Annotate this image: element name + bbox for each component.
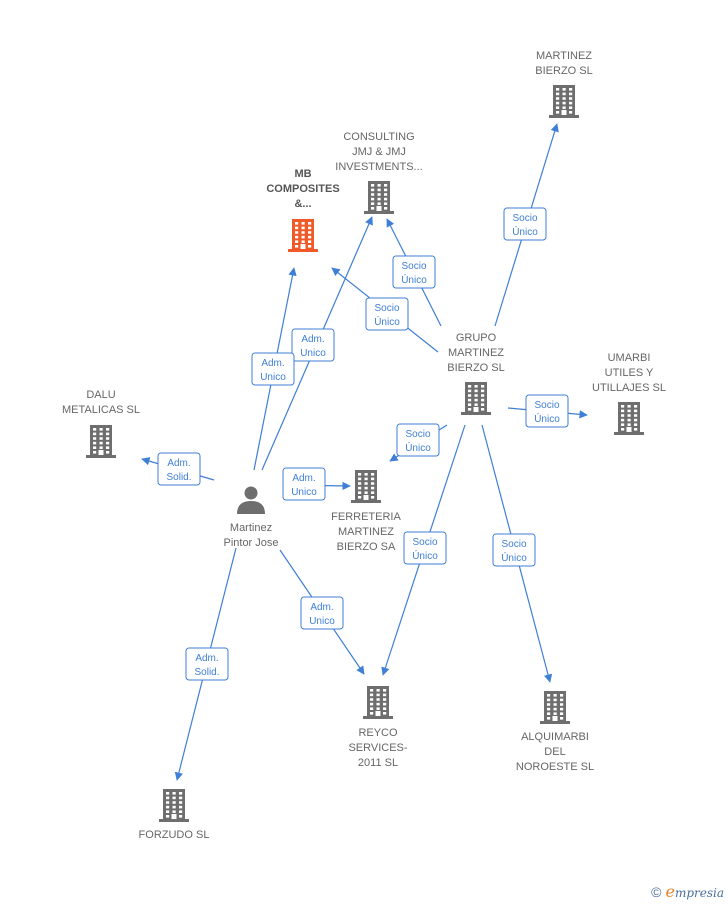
node-label: NOROESTE SL: [516, 761, 594, 773]
node-label: BIERZO SA: [337, 541, 396, 553]
building-icon: [614, 402, 644, 435]
node-label: COMPOSITES: [266, 183, 339, 195]
edge-label-text: Único: [534, 412, 560, 425]
brand-logo: empresia: [665, 882, 724, 901]
edge-label-text: Único: [401, 273, 427, 286]
node-label: Pintor Jose: [223, 537, 278, 549]
edge-label-text: Único: [405, 441, 431, 454]
node-label: UMARBI: [608, 352, 651, 364]
node-label: GRUPO: [456, 332, 497, 344]
node-label: FERRETERIA: [331, 511, 401, 523]
building-icon: [364, 181, 394, 214]
node-martinez-bierzo[interactable]: MARTINEZ BIERZO SL: [535, 50, 593, 118]
edge-label-text: Solid.: [194, 667, 219, 678]
node-ferreteria[interactable]: FERRETERIA MARTINEZ BIERZO SA: [331, 470, 401, 553]
edge-label-text: Socio: [501, 539, 526, 550]
node-mb-composites[interactable]: MB COMPOSITES &...: [266, 168, 340, 252]
edge-label-text: Único: [374, 315, 400, 328]
node-label: INVESTMENTS...: [335, 161, 422, 173]
edge-label-text: Adm.: [261, 358, 284, 369]
footer-brand: © empresia: [651, 882, 724, 901]
person-icon: [237, 486, 265, 514]
edge-label-text: Único: [412, 549, 438, 562]
edge-label-text: Socio: [401, 261, 426, 272]
building-icon: [540, 691, 570, 724]
node-dalu[interactable]: DALU METALICAS SL: [62, 389, 140, 458]
edge-label-text: Socio: [412, 537, 437, 548]
edge-label-text: Unico: [300, 348, 326, 359]
edge-label-text: Adm.: [195, 653, 218, 664]
edge-label-text: Único: [501, 551, 527, 564]
edge-label[interactable]: Adm. Unico: [291, 328, 335, 362]
node-label: METALICAS SL: [62, 404, 140, 416]
edge-label-text: Único: [512, 225, 538, 238]
building-icon: [351, 470, 381, 503]
edge-label-text: Unico: [291, 487, 317, 498]
node-label: DEL: [544, 746, 565, 758]
node-umarbi[interactable]: UMARBI UTILES Y UTILLAJES SL: [592, 352, 666, 435]
node-label: FORZUDO SL: [139, 829, 210, 841]
node-label: JMJ & JMJ: [352, 146, 406, 158]
edge-label[interactable]: Adm. Solid.: [157, 452, 201, 486]
edge-label[interactable]: Adm. Unico: [251, 352, 295, 386]
edge-label-text: Adm.: [167, 458, 190, 469]
edge-label-text: Adm.: [301, 334, 324, 345]
node-label: ALQUIMARBI: [521, 731, 589, 743]
node-label: BIERZO SL: [447, 362, 504, 374]
building-icon: [549, 85, 579, 118]
node-label: MARTINEZ: [338, 526, 394, 538]
node-label: MB: [294, 168, 311, 180]
building-icon: [159, 789, 189, 822]
edge-label-text: Unico: [260, 372, 286, 383]
building-icon: [288, 219, 318, 252]
node-grupo-martinez[interactable]: GRUPO MARTINEZ BIERZO SL: [447, 332, 505, 415]
node-label: &...: [294, 198, 311, 210]
node-label: MARTINEZ: [536, 50, 592, 62]
edge-label[interactable]: Adm. Solid.: [185, 647, 229, 681]
edge-label-text: Socio: [512, 213, 537, 224]
node-label: SERVICES-: [348, 742, 407, 754]
node-alquimarbi[interactable]: ALQUIMARBI DEL NOROESTE SL: [516, 691, 594, 773]
node-label: Martinez: [230, 522, 272, 534]
node-label: BIERZO SL: [535, 65, 592, 77]
building-icon: [363, 686, 393, 719]
node-reyco[interactable]: REYCO SERVICES- 2011 SL: [348, 686, 408, 769]
node-label: UTILLAJES SL: [592, 382, 666, 394]
edge-label-text: Adm.: [310, 602, 333, 613]
node-label: CONSULTING: [343, 131, 414, 143]
building-icon: [86, 425, 116, 458]
edge-label-text: Socio: [374, 303, 399, 314]
building-icon: [461, 382, 491, 415]
edge-label-text: Socio: [405, 429, 430, 440]
edge-label[interactable]: Adm. Unico: [300, 596, 344, 630]
node-consulting-jmj[interactable]: CONSULTING JMJ & JMJ INVESTMENTS...: [335, 131, 423, 214]
node-label: 2011 SL: [358, 757, 398, 769]
node-label: REYCO: [358, 727, 398, 739]
edge-label-text: Adm.: [292, 473, 315, 484]
node-label: UTILES Y: [605, 367, 654, 379]
node-label: DALU: [86, 389, 115, 401]
edge-label-text: Solid.: [166, 472, 191, 483]
node-label: MARTINEZ: [448, 347, 504, 359]
edge-label-text: Unico: [309, 616, 335, 627]
node-forzudo[interactable]: FORZUDO SL: [139, 789, 210, 841]
edge-label[interactable]: Adm. Unico: [282, 467, 326, 501]
edge-label-text: Socio: [534, 400, 559, 411]
copyright-symbol: ©: [651, 883, 662, 900]
